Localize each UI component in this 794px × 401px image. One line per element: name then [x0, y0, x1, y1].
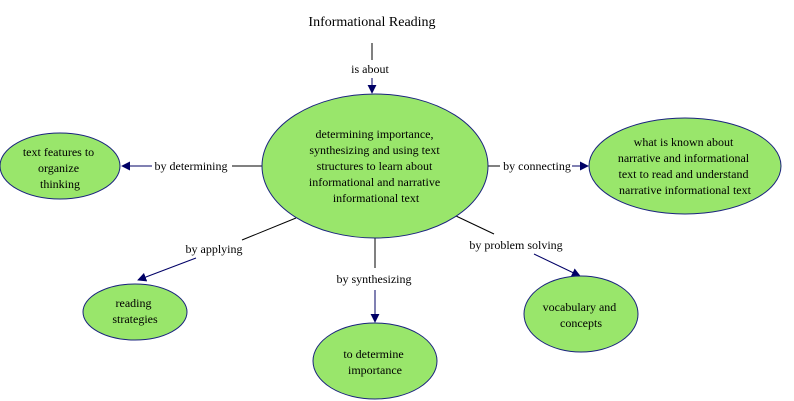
svg-text:to determine importance: to determine importance	[343, 347, 406, 377]
svg-text:text features to organiz: text features to organize thinking	[23, 145, 97, 191]
node-reading-strategies-line: strategies	[112, 312, 158, 326]
link-by-problem-solving: by problem solving	[455, 215, 581, 277]
link-by-applying: by applying	[137, 217, 297, 282]
link-label-by-applying: by applying	[186, 242, 243, 256]
node-determine-importance-line: importance	[348, 363, 402, 377]
svg-text:determining importance,: determining importance, synthesizing and…	[309, 127, 443, 205]
node-text-features[interactable]: text features to organize thinking	[0, 132, 121, 200]
node-determine-importance[interactable]: to determine importance	[312, 322, 438, 400]
node-reading-strategies-line: reading	[116, 296, 152, 310]
svg-text:what is known about narr: what is known about narrative and inform…	[618, 135, 752, 197]
node-what-is-known-line: narrative and informational	[618, 151, 750, 165]
node-vocabulary-line: concepts	[560, 316, 602, 330]
node-center-line: structures to learn about	[317, 159, 433, 173]
link-label-by-connecting: by connecting	[503, 159, 571, 173]
map-title: Informational Reading	[308, 15, 435, 30]
node-center[interactable]: determining importance, synthesizing and…	[261, 93, 489, 239]
node-what-is-known-line: text to read and understand	[619, 167, 749, 181]
node-vocabulary-line: vocabulary and	[543, 300, 617, 314]
node-reading-strategies[interactable]: reading strategies	[82, 283, 188, 341]
node-center-line: determining importance,	[316, 127, 434, 141]
node-what-is-known-line: what is known about	[634, 135, 734, 149]
link-by-determining: by determining	[121, 159, 263, 173]
link-is-about: is about	[351, 43, 389, 94]
node-determine-importance-line: to determine	[343, 347, 403, 361]
node-text-features-line: text features to	[23, 145, 94, 159]
link-label-is-about: is about	[351, 62, 389, 76]
node-center-line: informational text	[333, 191, 420, 205]
node-text-features-line: thinking	[40, 177, 80, 191]
link-label-by-synthesizing: by synthesizing	[337, 272, 412, 286]
link-label-by-determining: by determining	[155, 159, 228, 173]
link-by-connecting: by connecting	[487, 159, 589, 173]
node-vocabulary[interactable]: vocabulary and concepts	[523, 275, 639, 353]
node-center-line: synthesizing and using text	[309, 143, 440, 157]
svg-text:reading strategies: reading strategies	[112, 296, 158, 326]
node-text-features-line: organize	[38, 161, 79, 175]
link-by-synthesizing: by synthesizing	[337, 238, 412, 323]
link-label-by-problem-solving: by problem solving	[469, 238, 562, 252]
node-what-is-known-line: narrative informational text	[619, 183, 752, 197]
svg-text:vocabulary and concepts: vocabulary and concepts	[543, 300, 620, 330]
node-what-is-known[interactable]: what is known about narrative and inform…	[588, 117, 782, 215]
node-center-line: informational and narrative	[309, 175, 440, 189]
